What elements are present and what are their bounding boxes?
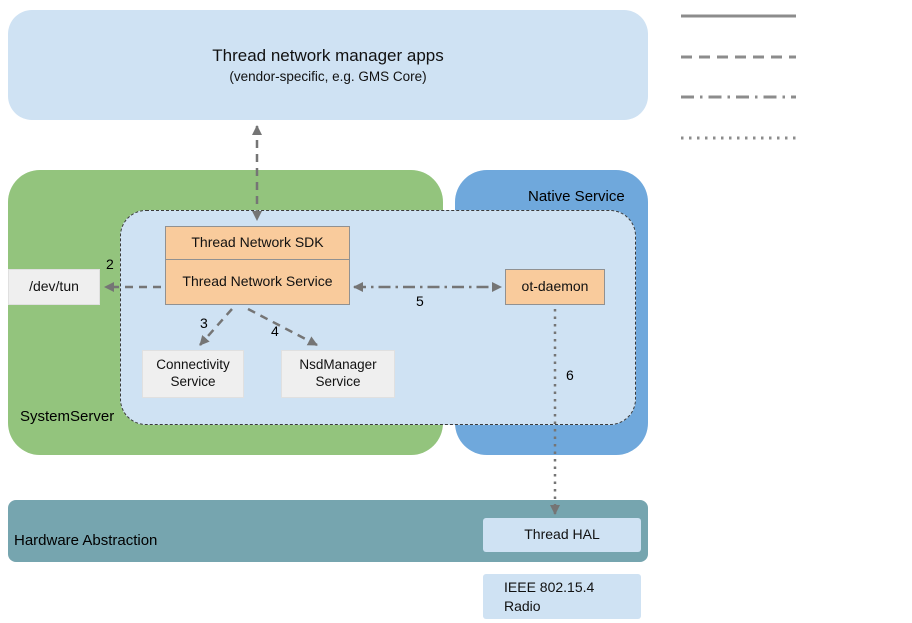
- nsd-manager-service-node: NsdManager Service: [281, 350, 395, 398]
- arrow-label-5: 5: [416, 293, 424, 309]
- thread-hal-node: Thread HAL: [483, 518, 641, 552]
- ieee-radio-node: IEEE 802.15.4 Radio: [483, 574, 641, 619]
- apps-box-title: Thread network manager apps: [212, 46, 444, 65]
- arrow-label-6: 6: [566, 367, 574, 383]
- connectivity-service-node: Connectivity Service: [142, 350, 244, 398]
- native-service-label: Native Service: [528, 188, 625, 205]
- system-server-label: SystemServer: [20, 408, 115, 425]
- apps-box-subtitle: (vendor-specific, e.g. GMS Core): [229, 69, 427, 84]
- dev-tun-node: /dev/tun: [8, 269, 100, 305]
- arrow-label-3: 3: [200, 315, 208, 331]
- arrow-label-4: 4: [271, 323, 279, 339]
- arrow-label-2: 2: [106, 256, 114, 272]
- ot-daemon-node: ot-daemon: [505, 269, 605, 305]
- thread-network-service-node: Thread Network Service: [165, 259, 350, 305]
- thread-network-sdk-node: Thread Network SDK: [165, 226, 350, 260]
- ieee-radio-line2: Radio: [504, 597, 541, 614]
- ieee-radio-line1: IEEE 802.15.4: [504, 579, 595, 596]
- apps-box: Thread network manager apps (vendor-spec…: [8, 10, 648, 120]
- hardware-abstraction-label: Hardware Abstraction: [14, 532, 158, 549]
